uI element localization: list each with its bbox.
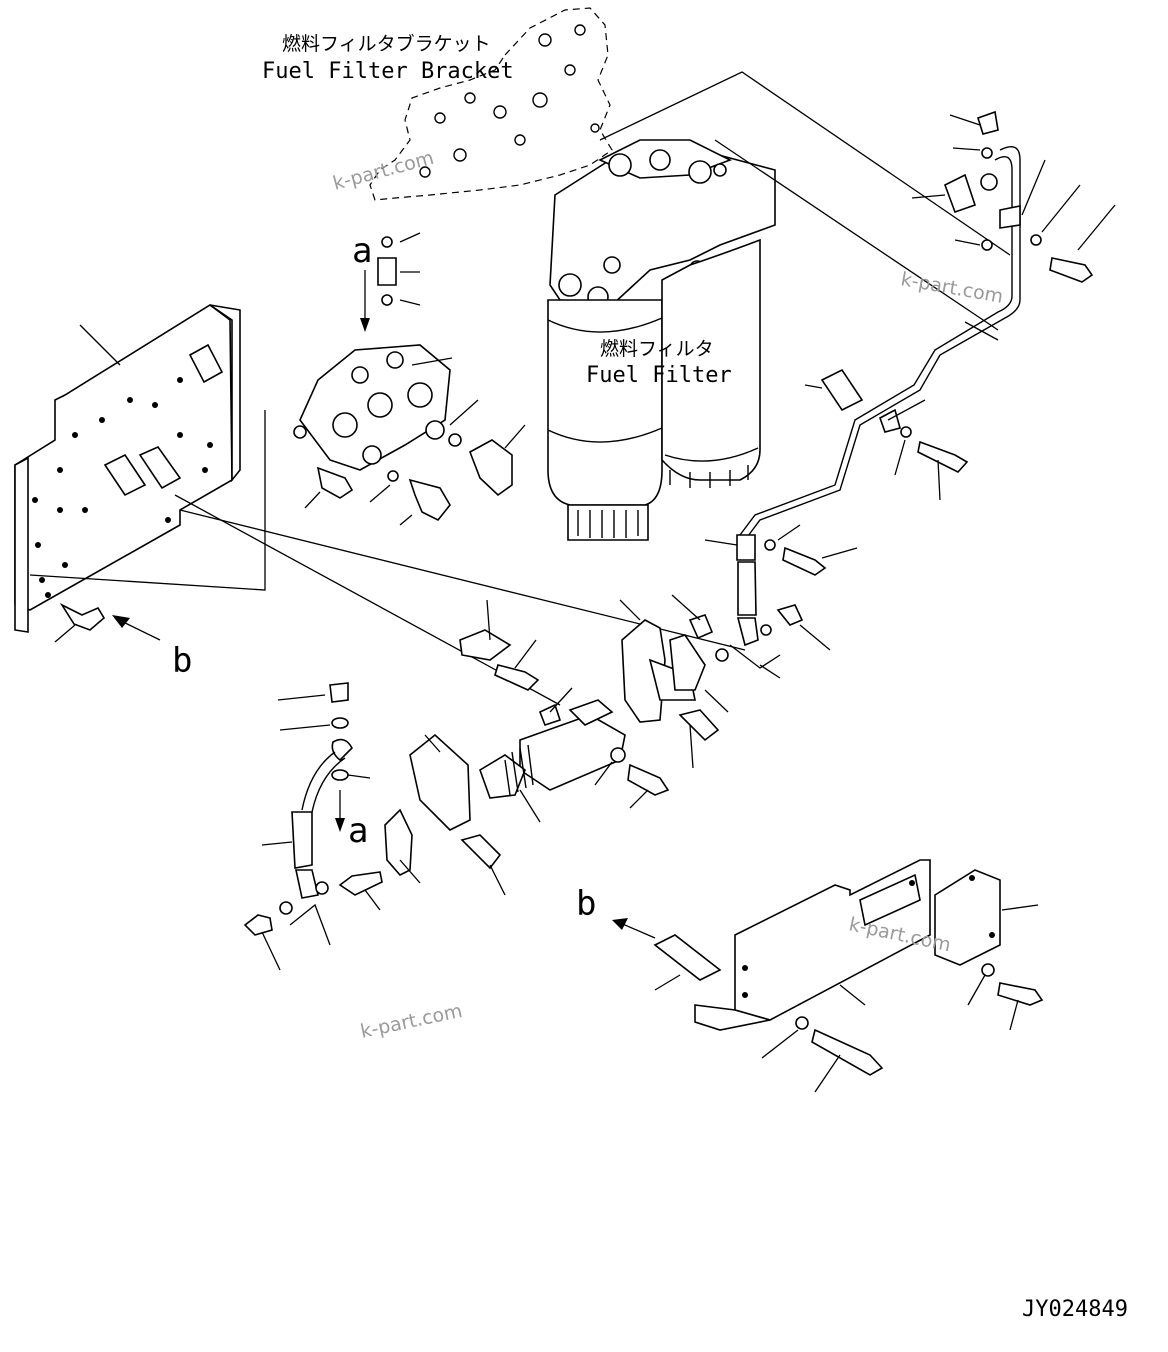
- leader-line: [964, 321, 999, 341]
- watermark: k-part.com: [358, 1000, 464, 1043]
- leader-line: [1021, 159, 1046, 216]
- leader-line: [399, 299, 421, 306]
- leader-line: [911, 194, 946, 199]
- leader-line: [54, 624, 76, 643]
- arrow-head: [335, 818, 345, 832]
- bracket-label-jp: 燃料フィルタブラケット: [282, 32, 491, 55]
- filter-label-en: Fuel Filter: [586, 363, 732, 388]
- lower-hose-assembly: [243, 682, 383, 936]
- leader-line: [347, 774, 371, 779]
- fuel-filter-bracket-phantom: [369, 7, 613, 201]
- arrow-head: [360, 318, 370, 332]
- watermark: k-part.com: [331, 147, 437, 195]
- leader-line: [689, 724, 694, 769]
- leader-line: [504, 424, 526, 449]
- leader-line: [954, 239, 981, 246]
- leader-line: [937, 459, 941, 501]
- leader-line: [814, 1054, 841, 1093]
- arrow-head: [612, 918, 628, 930]
- leader-line: [967, 974, 986, 1006]
- leader-line: [654, 974, 681, 991]
- leader-line: [277, 694, 326, 701]
- leader-line: [729, 644, 781, 669]
- leader-line: [424, 734, 441, 753]
- leader-line: [304, 491, 321, 509]
- leader-line: [1041, 184, 1081, 233]
- view-a-top: a: [352, 231, 372, 271]
- view-a-bottom: a: [348, 811, 368, 851]
- leader-line: [704, 539, 738, 546]
- leader-line: [1001, 904, 1039, 911]
- leader-line: [759, 664, 781, 679]
- leader-line: [804, 384, 823, 389]
- leader-line: [279, 724, 331, 731]
- leader-line: [411, 357, 453, 366]
- right-tube-assembly: [736, 110, 1094, 647]
- leader-line: [887, 399, 926, 421]
- leader-line: [364, 889, 381, 911]
- leader-line: [894, 439, 906, 476]
- leader-line: [261, 931, 281, 971]
- leader-line: [799, 624, 831, 651]
- leader-line: [949, 114, 981, 126]
- leader-line: [289, 903, 331, 946]
- arrow-head: [112, 615, 130, 628]
- watermark: k-part.com: [899, 268, 1005, 308]
- leader-line: [704, 689, 729, 713]
- bracket-label-en: Fuel Filter Bracket: [262, 59, 514, 84]
- leader-line: [952, 147, 981, 151]
- view-b-right: b: [576, 884, 596, 924]
- pump-head-assembly: [293, 236, 513, 522]
- guide-line: [29, 410, 266, 591]
- leader-line: [761, 1029, 799, 1059]
- leader-line: [549, 687, 573, 713]
- leader-line: [777, 524, 801, 541]
- leader-line: [1077, 204, 1116, 251]
- bolt: [59, 603, 106, 631]
- leader-line: [619, 599, 641, 621]
- guide-line: [714, 139, 999, 331]
- leader-line: [671, 594, 701, 621]
- lower-right-bracket: [653, 859, 1044, 1076]
- plate-holes: [32, 377, 213, 598]
- leader-line: [449, 399, 479, 426]
- leader-line: [369, 484, 391, 503]
- drawing-number: JY024849: [1022, 1297, 1128, 1322]
- electric-pump-assembly: [384, 614, 729, 876]
- leader-line: [399, 514, 413, 526]
- leader-line: [399, 232, 421, 243]
- leader-line: [839, 984, 866, 1006]
- leader-line: [486, 599, 491, 641]
- leader-line: [594, 761, 613, 786]
- leader-line: [514, 639, 537, 669]
- view-b-left: b: [172, 641, 192, 681]
- leader-line: [821, 547, 858, 559]
- leader-line: [519, 789, 541, 823]
- leader-line: [261, 841, 293, 846]
- leader-line: [399, 859, 421, 884]
- guide-line: [599, 71, 1011, 256]
- leader-line: [1009, 999, 1019, 1031]
- left-mounting-plate: [14, 304, 241, 633]
- leader-line: [79, 324, 121, 366]
- leader-line: [629, 789, 649, 809]
- filter-label-jp: 燃料フィルタ: [600, 338, 714, 360]
- fuel-filter-assembly: [547, 139, 776, 541]
- leader-line: [489, 864, 506, 896]
